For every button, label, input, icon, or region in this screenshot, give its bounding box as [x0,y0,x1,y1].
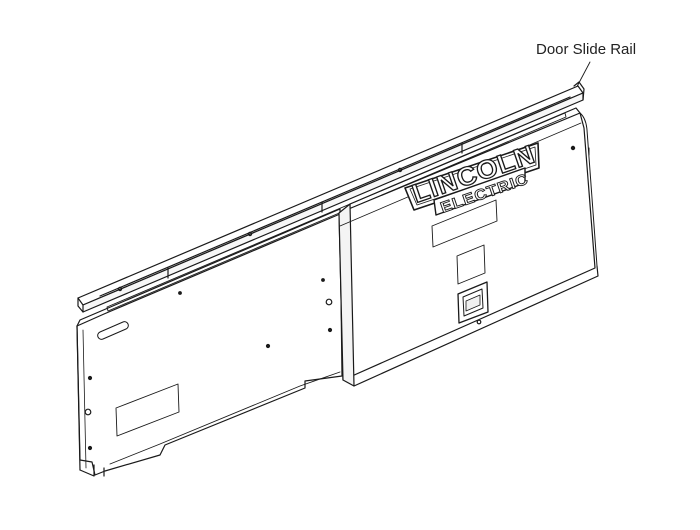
door-slide-rail [77,81,585,313]
door-handle [457,281,489,325]
lincoln-electric-logo [404,142,540,216]
sliding-door [338,107,599,387]
callout-label: Door Slide Rail [536,41,637,58]
